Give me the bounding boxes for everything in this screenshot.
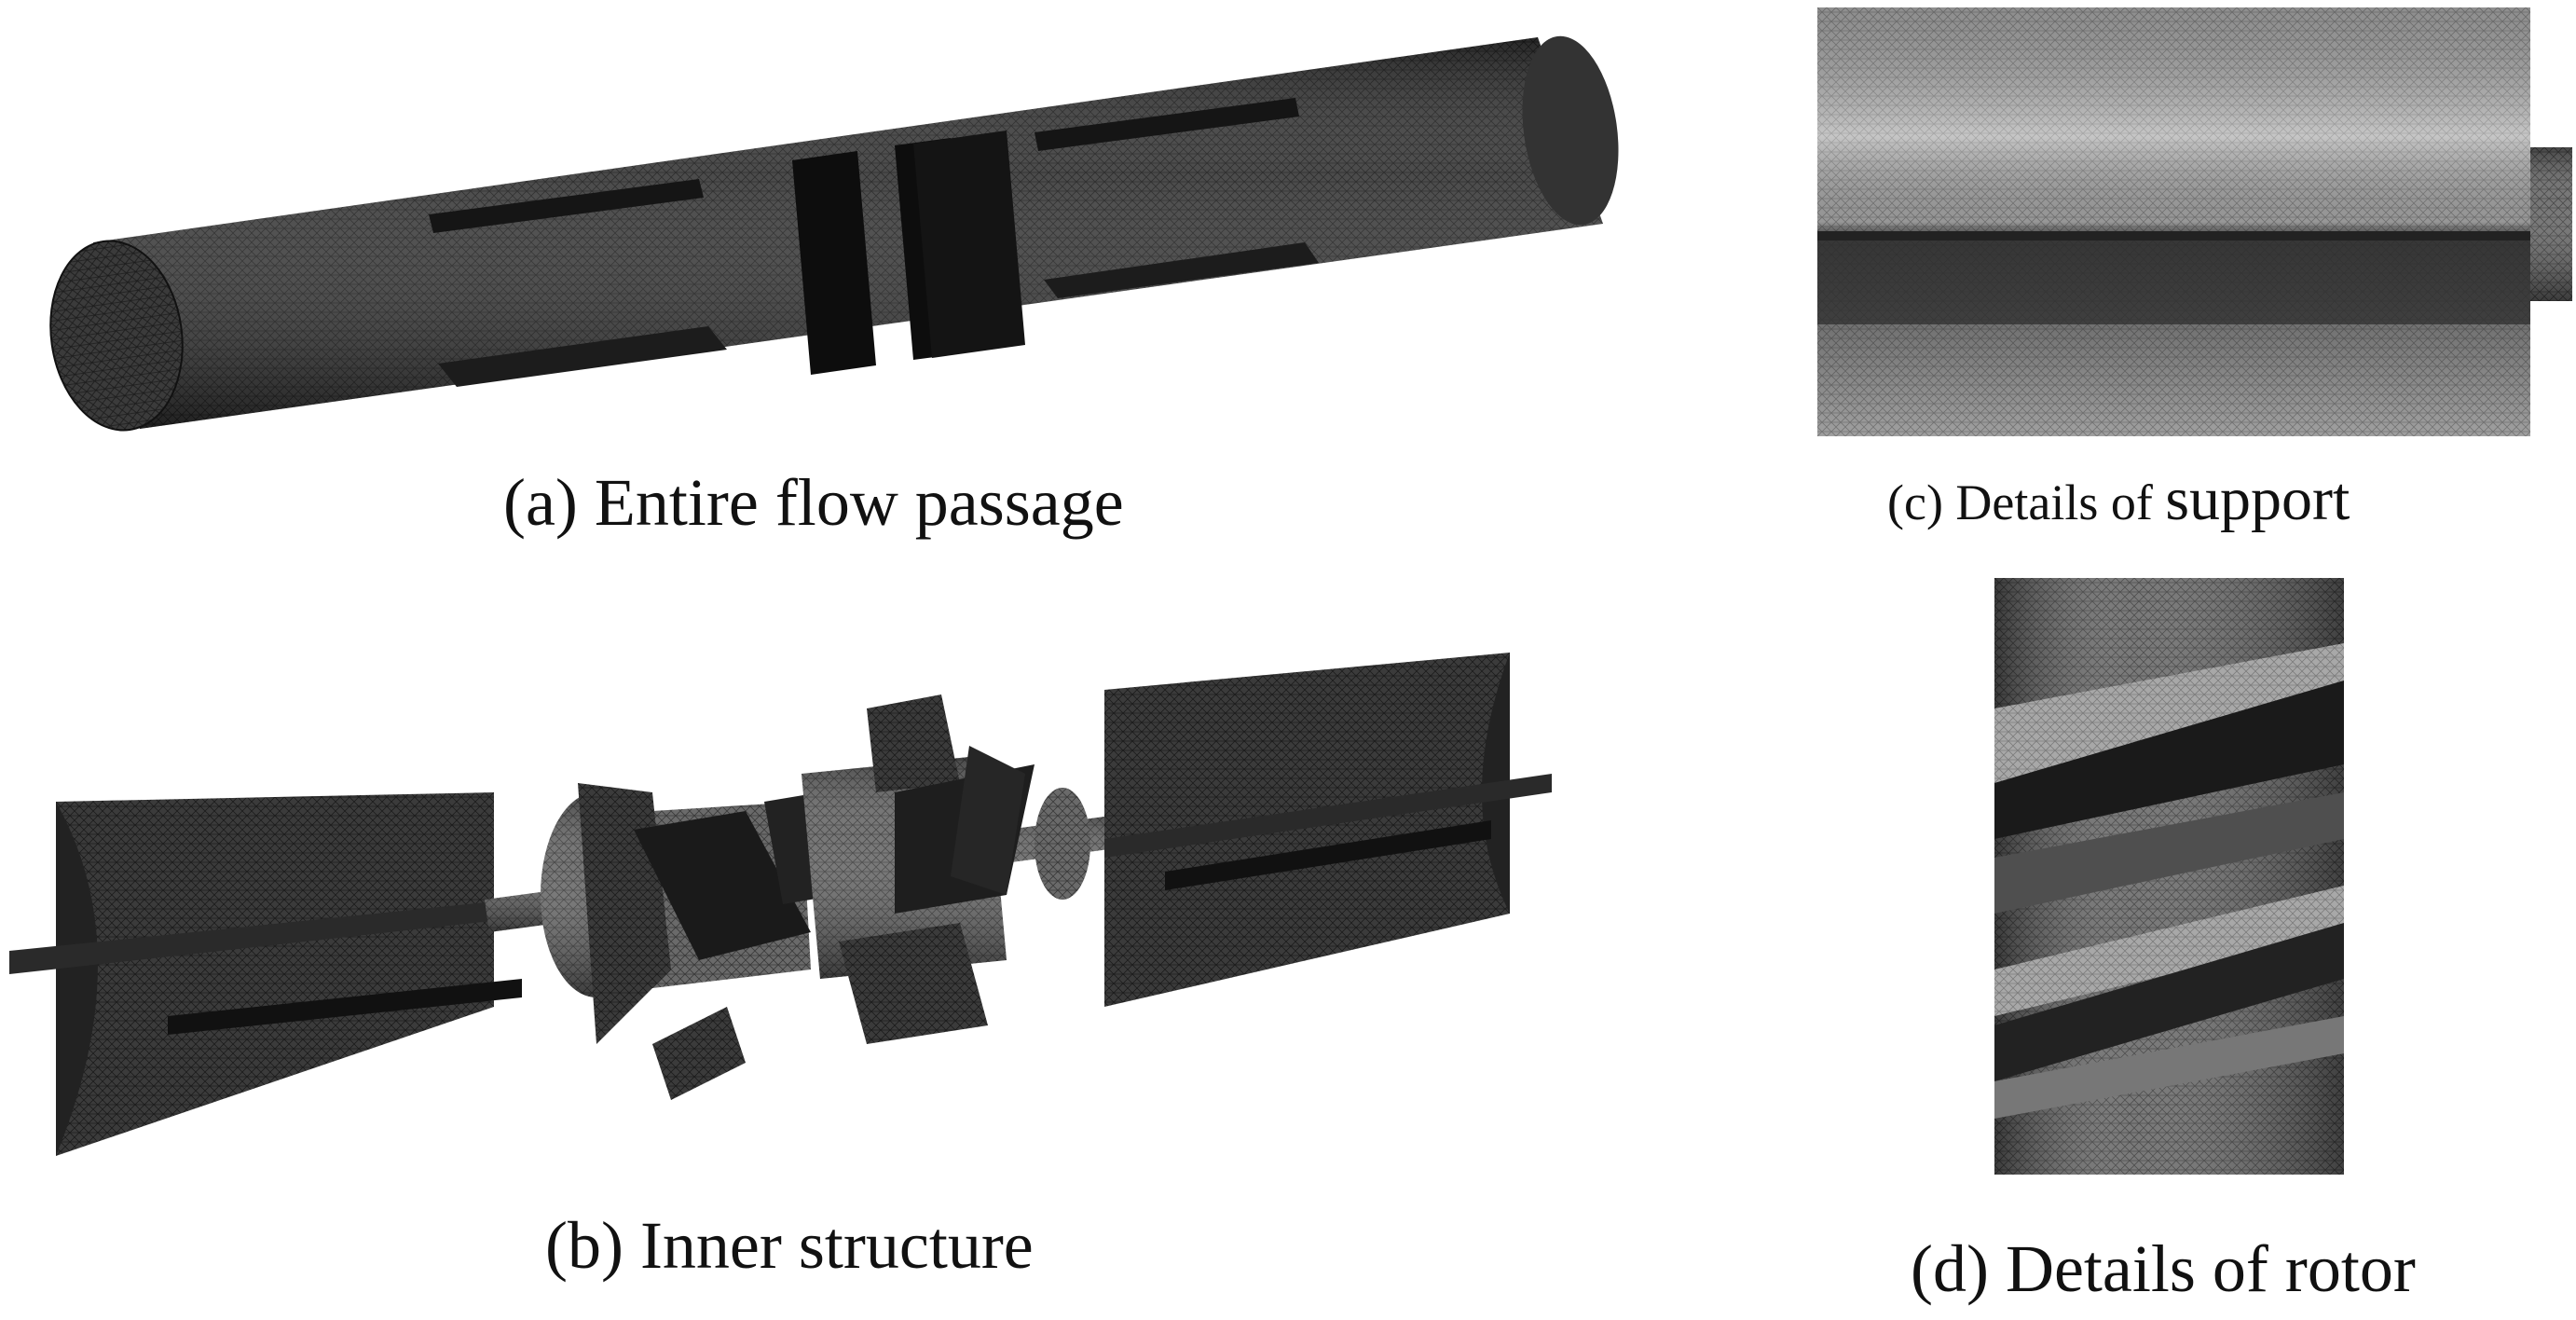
caption-d: (d) Details of rotor <box>1911 1231 2416 1306</box>
panel-support-detail <box>1817 7 2572 436</box>
front-rotor <box>541 783 839 1100</box>
rotor-bands <box>792 131 1025 375</box>
support-shaft-end <box>2530 147 2572 301</box>
right-support <box>1104 653 1552 1007</box>
panel-inner-structure <box>0 653 1603 1156</box>
rear-rotor <box>802 694 1090 1044</box>
support-mesh <box>1817 7 2530 436</box>
support-detail-figure <box>1817 7 2572 436</box>
flow-passage-figure <box>49 35 1619 432</box>
caption-b: (b) Inner structure <box>545 1208 1034 1283</box>
rotor-blades <box>1994 643 2344 1119</box>
panel-rotor-detail <box>1994 578 2349 1175</box>
caption-c: (c) Details of support <box>1887 465 2350 533</box>
panel-entire-flow-passage <box>19 19 1622 438</box>
inner-structure-figure <box>9 653 1552 1156</box>
left-support <box>9 792 559 1156</box>
rotor-detail-figure <box>1994 578 2344 1175</box>
support-slots <box>429 98 1319 387</box>
caption-a: (a) Entire flow passage <box>503 465 1124 540</box>
